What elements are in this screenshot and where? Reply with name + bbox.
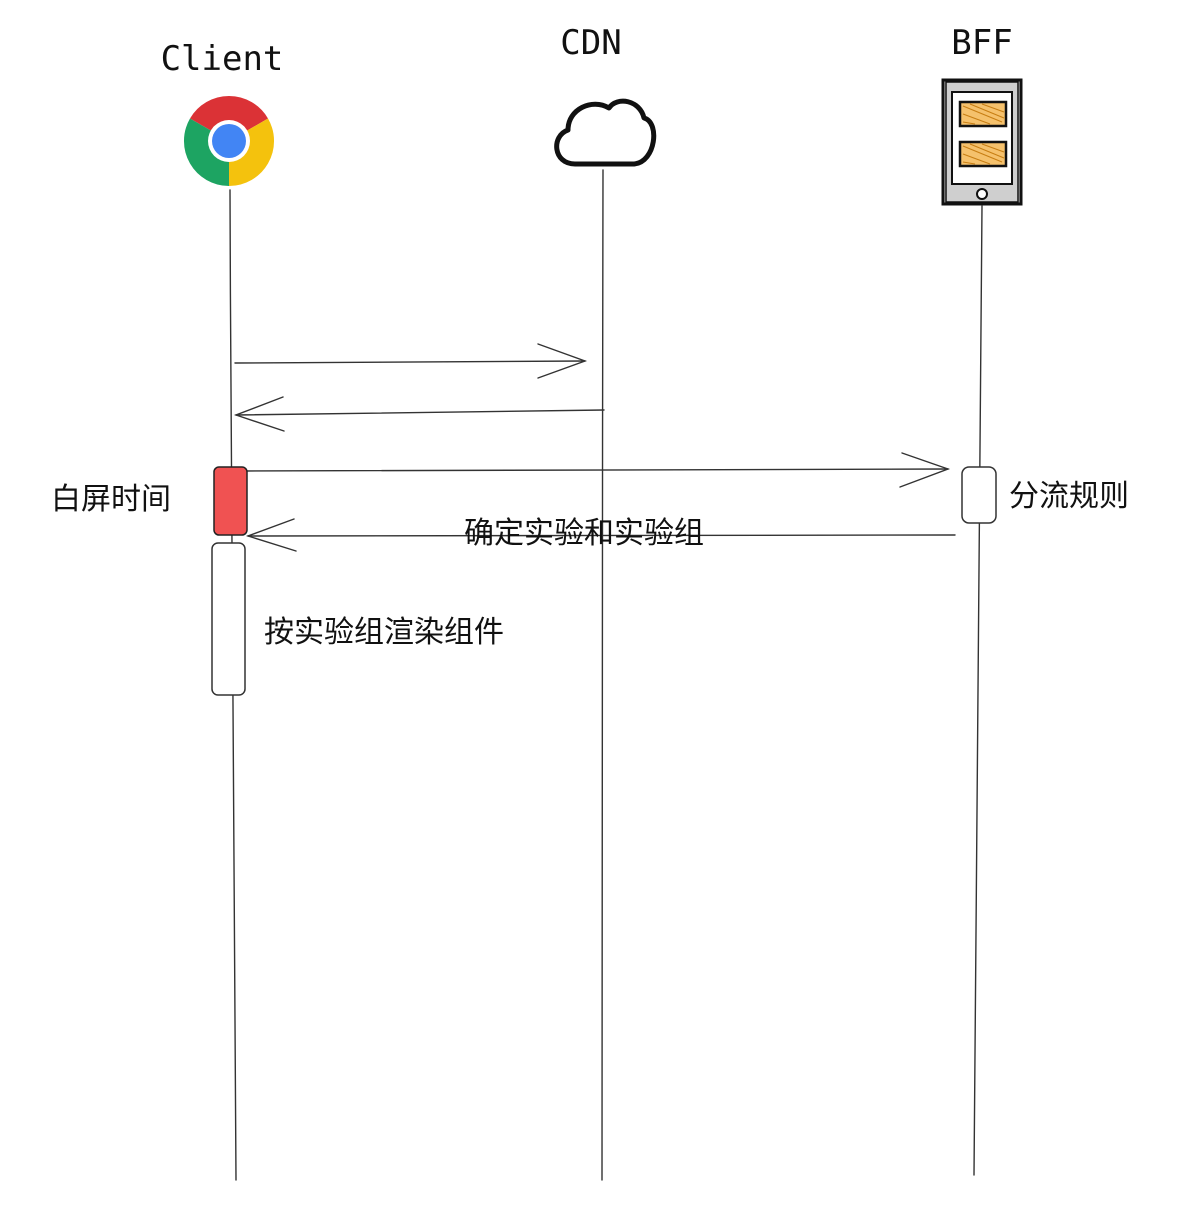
white-screen-time-note: 白屏时间 — [51, 482, 171, 517]
cdn-lifeline — [601, 169, 604, 1181]
bff-lifeline — [973, 205, 983, 1176]
client-render-activation-box — [211, 542, 246, 696]
bff-activation-box — [961, 466, 997, 524]
arrow-bff-to-client — [245, 518, 956, 552]
cdn-label: CDN — [560, 23, 621, 63]
client-label: Client — [161, 39, 284, 79]
cloud-icon — [554, 98, 657, 167]
bff-label: BFF — [951, 23, 1012, 63]
arrow-cdn-to-client — [233, 396, 605, 432]
split-rules-note: 分流规则 — [1009, 479, 1129, 514]
chrome-browser-icon — [183, 95, 275, 187]
phone-device-icon — [941, 78, 1023, 206]
white-screen-activation-bar — [213, 466, 248, 536]
arrow-client-to-bff — [244, 452, 951, 488]
render-by-group-note: 按实验组渲染组件 — [264, 615, 504, 650]
arrow-client-to-cdn — [234, 343, 588, 379]
determine-group-message: 确定实验和实验组 — [464, 516, 704, 551]
